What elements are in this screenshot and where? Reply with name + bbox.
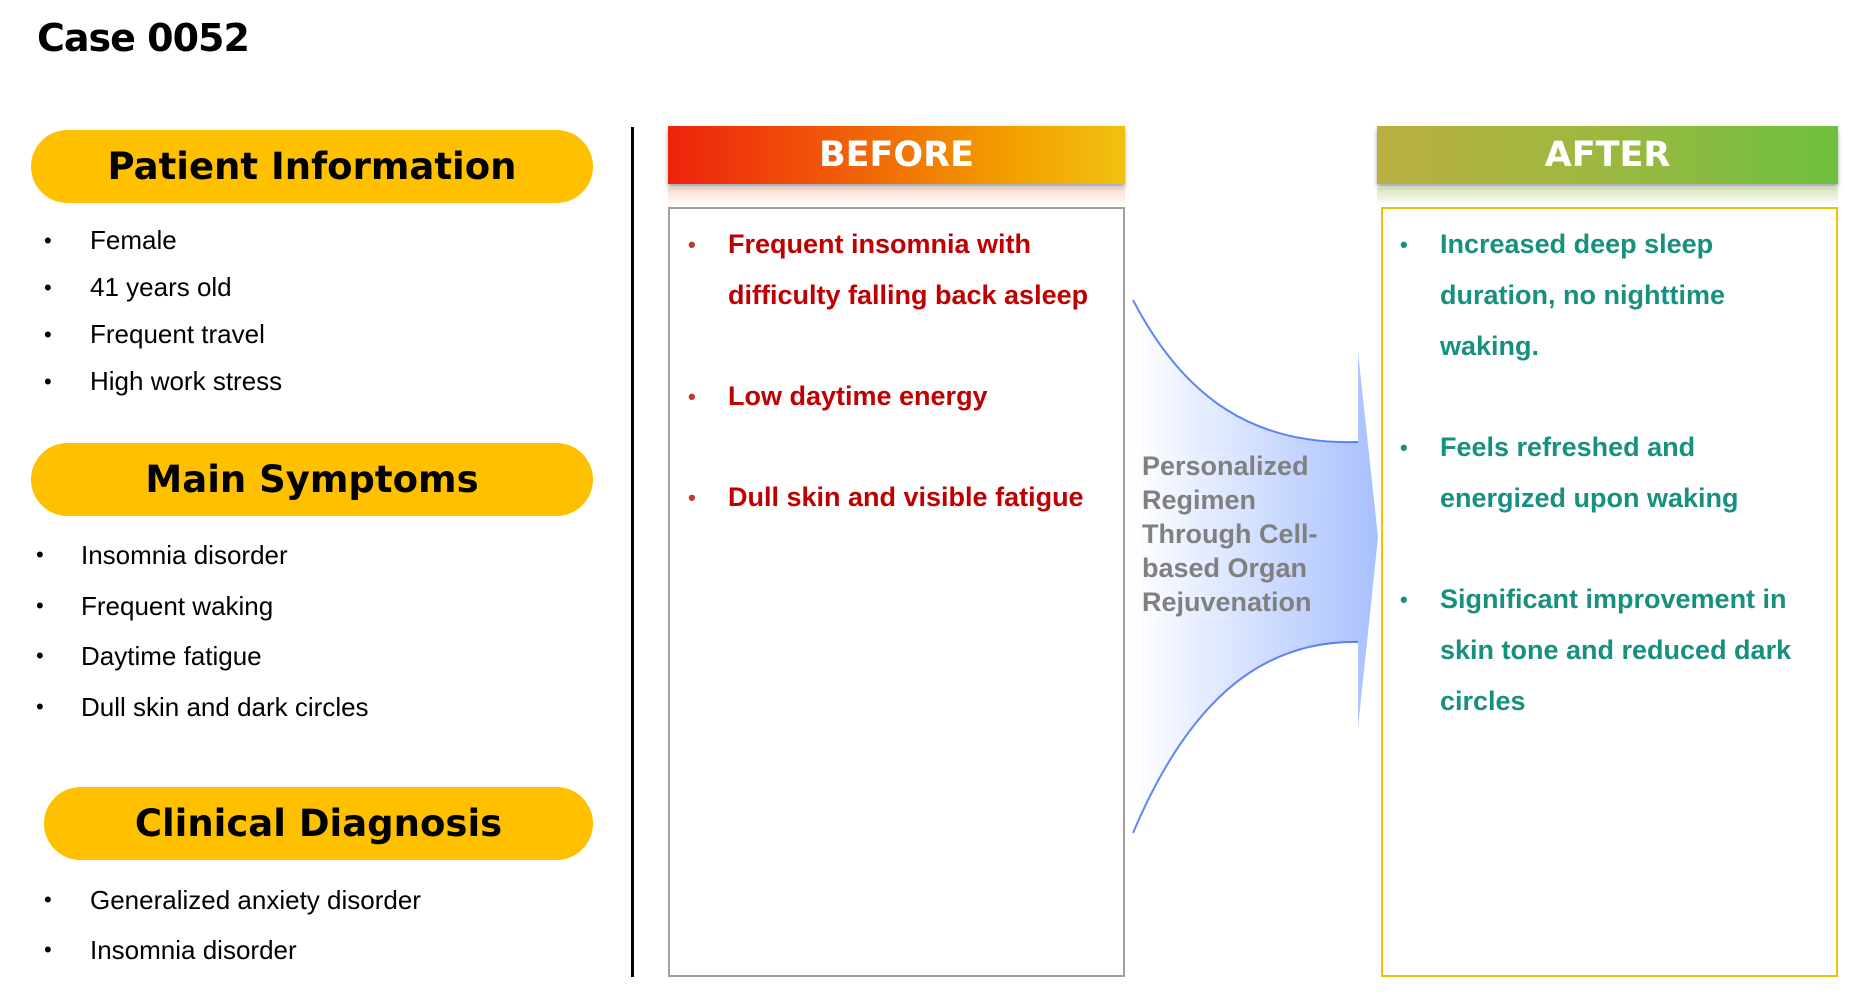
item-line: Increased deep sleep (1440, 229, 1714, 259)
list-item: 41 years old (44, 264, 282, 311)
list-item: Significant improvement in skin tone and… (1400, 574, 1792, 727)
before-header-reflection (668, 188, 1125, 206)
item-line: waking. (1440, 331, 1540, 361)
list-item: Insomnia disorder (44, 925, 421, 975)
item-line: skin tone and reduced dark (1440, 635, 1792, 665)
list-item: Dull skin and dark circles (36, 682, 368, 733)
item-line: circles (1440, 686, 1526, 716)
list-item: Dull skin and visible fatigue (688, 472, 1088, 523)
clinical-diagnosis-list: Generalized anxiety disorder Insomnia di… (44, 875, 421, 975)
list-item: Female (44, 217, 282, 264)
treatment-line: Personalized (1142, 451, 1309, 481)
treatment-line: Rejuvenation (1142, 587, 1312, 617)
main-symptoms-heading: Main Symptoms (31, 443, 593, 516)
after-header-reflection (1377, 188, 1838, 206)
item-line: Frequent insomnia with (728, 229, 1032, 259)
patient-information-heading: Patient Information (31, 130, 593, 203)
list-item: Frequent waking (36, 581, 369, 632)
list-item: Generalized anxiety disorder (44, 875, 421, 925)
item-line: Significant improvement in (1440, 584, 1787, 614)
item-line: Feels refreshed and (1440, 432, 1696, 462)
after-list: Increased deep sleep duration, no nightt… (1400, 219, 1792, 777)
arrow-icon (1132, 299, 1378, 834)
item-line: duration, no nighttime (1440, 280, 1725, 310)
vertical-divider (631, 127, 634, 977)
list-item: Low daytime energy (688, 371, 1088, 422)
after-panel (1381, 207, 1838, 977)
before-header: BEFORE (668, 126, 1125, 184)
patient-information-list: Female 41 years old Frequent travel High… (44, 217, 282, 405)
list-item: High work stress (44, 358, 282, 405)
clinical-diagnosis-heading: Clinical Diagnosis (44, 787, 593, 860)
before-list: Frequent insomnia with difficulty fallin… (688, 219, 1089, 573)
treatment-label: Personalized Regimen Through Cell- based… (1142, 449, 1372, 619)
item-line: Dull skin and visible fatigue (728, 482, 1084, 512)
item-line: Low daytime energy (728, 381, 988, 411)
before-panel (668, 207, 1125, 977)
list-item: Daytime fatigue (36, 631, 369, 682)
list-item: Frequent travel (44, 311, 282, 358)
list-item: Increased deep sleep duration, no nightt… (1400, 219, 1791, 372)
list-item: Insomnia disorder (36, 530, 369, 581)
case-title: Case 0052 (37, 16, 250, 60)
main-symptoms-list: Insomnia disorder Frequent waking Daytim… (36, 530, 369, 733)
treatment-line: Through Cell- (1142, 519, 1318, 549)
treatment-line: Regimen (1142, 485, 1257, 515)
item-line: energized upon waking (1440, 483, 1739, 513)
treatment-line: based Organ (1142, 553, 1308, 583)
after-header: AFTER (1377, 126, 1838, 184)
list-item: Frequent insomnia with difficulty fallin… (688, 219, 1089, 321)
list-item: Feels refreshed and energized upon wakin… (1400, 422, 1791, 524)
item-line: difficulty falling back asleep (728, 280, 1089, 310)
